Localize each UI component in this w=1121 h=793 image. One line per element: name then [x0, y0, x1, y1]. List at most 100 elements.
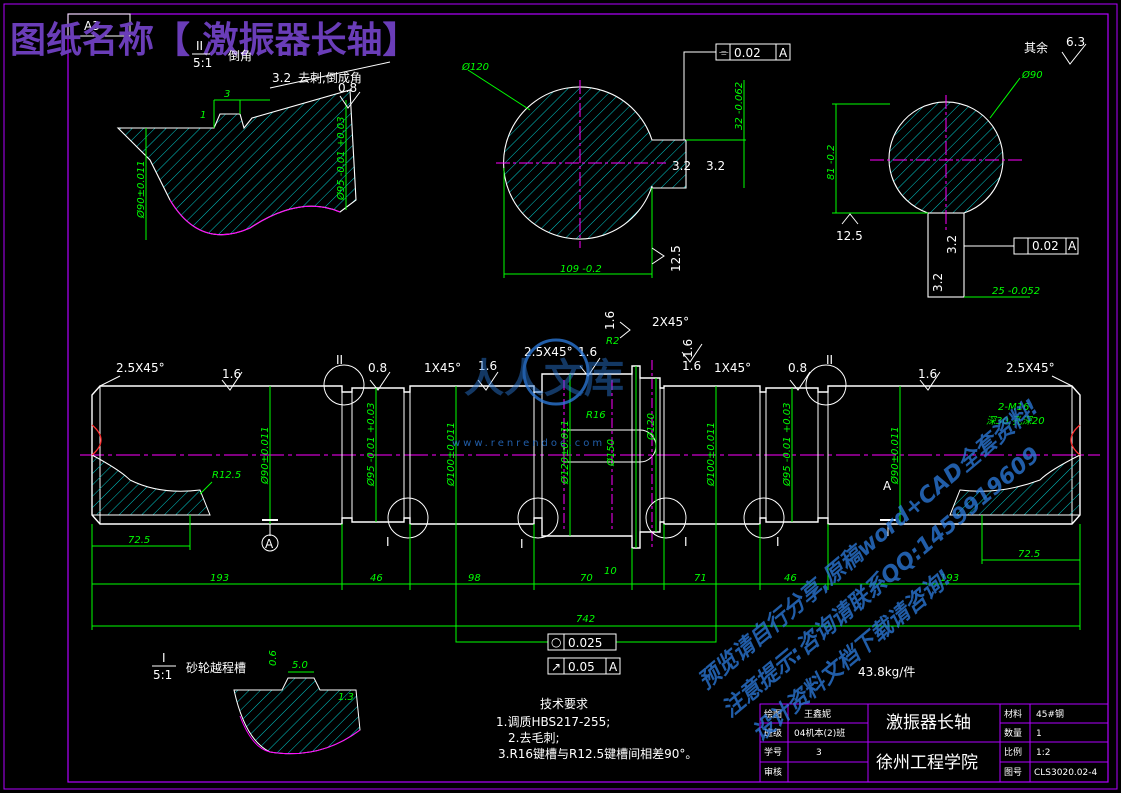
weight: 43.8kg/件: [858, 665, 915, 679]
tol-2-datum: A: [609, 660, 618, 674]
tb-label-quantity: 数量: [1004, 727, 1022, 739]
length-dimensions: [91, 515, 1081, 630]
main-view: II II I I I I 2.5X45° 1X45° 2.5X45° 2X45…: [80, 311, 1100, 552]
len-742: 742: [576, 614, 595, 625]
chamfer-1: 2.5X45°: [116, 361, 165, 375]
section-right-height: 81 -0.2: [826, 145, 837, 180]
detail-circle-II-right: [805, 364, 847, 406]
detail-II-dia-95: Ø95 -0.01 +0.03: [335, 117, 347, 201]
dia-main-4: Ø120±0.011: [559, 420, 571, 485]
title-block: [759, 703, 1109, 783]
keyway-left-hatch: [91, 454, 211, 516]
detail-circle-I-1: [387, 497, 429, 539]
detail-II-scale: 5:1: [193, 56, 212, 70]
dia-main-1: Ø90±0.011: [259, 426, 271, 485]
tb-label-material: 材料: [1004, 708, 1022, 720]
section-right-keyway-width: 25 -0.052: [992, 286, 1040, 297]
section-right-ra-3: 3.2: [931, 273, 945, 292]
tb-label-scale: 比例: [1004, 746, 1022, 758]
section-left-dia: Ø120: [461, 61, 489, 73]
detail-II-dia-90: Ø90±0.011: [135, 160, 147, 219]
detail-mark-I-4: I: [776, 535, 780, 549]
tol-1-symbol: ○: [551, 635, 561, 649]
detail-circle-II-left: [323, 364, 365, 406]
ra-main-6: 1.6: [681, 339, 695, 358]
flatness-left-value: 0.02: [734, 46, 761, 60]
detail-circle-I-3: [645, 497, 687, 539]
tb-value-class: 04机本(2)班: [794, 727, 845, 739]
len-193-right: 193: [940, 573, 959, 584]
section-left-width: 109 -0.2: [560, 264, 602, 275]
ra-main-3: 1.6: [478, 359, 497, 373]
chamfer-5: 1X45°: [714, 361, 751, 375]
tech-req-3: 3.R16键槽与R12.5键槽间相差90°。: [498, 747, 697, 761]
tech-req-1: 1.调质HBS217-255;: [496, 715, 610, 729]
len-98: 98: [468, 573, 481, 584]
flatness-right-datum: A: [1068, 239, 1077, 253]
detail-II-roughness2: 0.8: [338, 81, 357, 95]
section-right-ra-2: 3.2: [945, 235, 959, 254]
tech-req-title: 技术要求: [540, 697, 588, 711]
tb-label-drawing-no: 图号: [1004, 767, 1022, 778]
detail-II-roughness: 3.2: [272, 71, 291, 85]
chamfer-2: 1X45°: [424, 361, 461, 375]
datum-a-left: A: [265, 537, 274, 551]
section-right-dia: Ø90: [1021, 69, 1043, 81]
chamfer-4: 2X45°: [652, 315, 689, 329]
tb-label-class: 班级: [764, 727, 782, 739]
len-46-left: 46: [370, 573, 383, 584]
len-70: 70: [580, 573, 593, 584]
tb-value-quantity: 1: [1036, 729, 1042, 739]
ra-main-7: 1.6: [682, 359, 701, 373]
label-thread-depth: 深30,孔深20: [986, 415, 1045, 427]
dia-main-6: Ø120: [645, 413, 657, 441]
detail-II-dim-1: 1: [200, 110, 206, 121]
roughness-other-label: 其余: [1024, 40, 1048, 55]
detail-II-roughness-note: 去刺,倒成角: [298, 71, 362, 85]
tb-value-material: 45#钢: [1036, 708, 1064, 720]
sheet-size: A3: [84, 19, 100, 33]
tol-frame-2: [547, 657, 621, 675]
tb-label-review: 审核: [764, 766, 782, 778]
tb-label-student-no: 学号: [764, 746, 782, 758]
tol-2-symbol: ↗: [551, 660, 561, 674]
tb-value-drawing-no: CLS3020.02-4: [1034, 768, 1097, 778]
tb-value-scale: 1:2: [1036, 748, 1050, 758]
section-left-ra-1: 3.2: [672, 159, 691, 173]
detail-I-dim-06: 0.6: [268, 650, 279, 666]
ra-main-2: 0.8: [368, 361, 387, 375]
ra-main-9: 1.6: [918, 367, 937, 381]
len-193-left: 193: [210, 573, 229, 584]
tb-value-designer: 王鑫妮: [804, 708, 831, 720]
tb-value-student-no: 3: [816, 748, 822, 758]
section-left: 109 -0.2 Ø120 32 -0.062 ⌯ 0.02 A 3.2 3.2…: [461, 43, 791, 278]
detail-I-scale: 5:1: [153, 668, 172, 682]
len-10: 10: [604, 566, 617, 577]
watermark-url: www.renrendoc.com: [452, 438, 605, 449]
section-right-ra-1: 12.5: [836, 229, 863, 243]
detail-mark-I-2: I: [520, 537, 524, 551]
flatness-left-datum: A: [779, 46, 788, 60]
inner-frame: [67, 13, 1109, 783]
roughness-other-symbol: [1061, 43, 1087, 65]
ra-main-5: 1.6: [603, 311, 617, 330]
section-left-ra-2: 3.2: [706, 159, 725, 173]
dia-main-8: Ø95 -0.01 +0.03: [781, 403, 793, 487]
tol-1-value: 0.025: [568, 636, 602, 650]
keyway-right-hatch: [949, 454, 1081, 516]
drawing-title: 图纸名称【 激振器长轴】: [10, 19, 419, 61]
svg-text:⌯: ⌯: [719, 45, 729, 59]
label-r12-5: R12.5: [212, 470, 241, 481]
detail-I-note: 砂轮越程槽: [186, 660, 246, 675]
flatness-right-value: 0.02: [1032, 239, 1059, 253]
detail-circle-I-4: [743, 497, 785, 539]
detail-II-note: 倒角: [228, 49, 252, 63]
roughness-other-value: 6.3: [1066, 35, 1085, 49]
watermark-logo-icon: [522, 338, 590, 406]
detail-mark-II-right: II: [826, 353, 833, 367]
detail-circle-I-2: [517, 497, 559, 539]
watermark: 人人文库 www.renrendoc.com 预览请自行分享,原稿word+CA…: [452, 338, 1045, 747]
label-r2: R2: [606, 336, 619, 347]
sheet-size-box: [67, 13, 131, 37]
datum-a-right: A: [883, 479, 892, 493]
